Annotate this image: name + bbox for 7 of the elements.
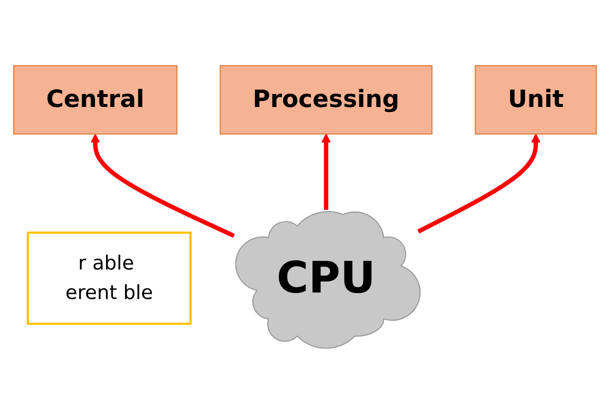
node-box: Processing bbox=[220, 64, 432, 134]
node-box: r able erent ble bbox=[26, 231, 192, 324]
arrow bbox=[417, 133, 541, 233]
arrow bbox=[90, 133, 235, 238]
node-box: Unit bbox=[474, 64, 597, 134]
arrow bbox=[321, 133, 331, 210]
node-box: Central bbox=[13, 64, 178, 134]
